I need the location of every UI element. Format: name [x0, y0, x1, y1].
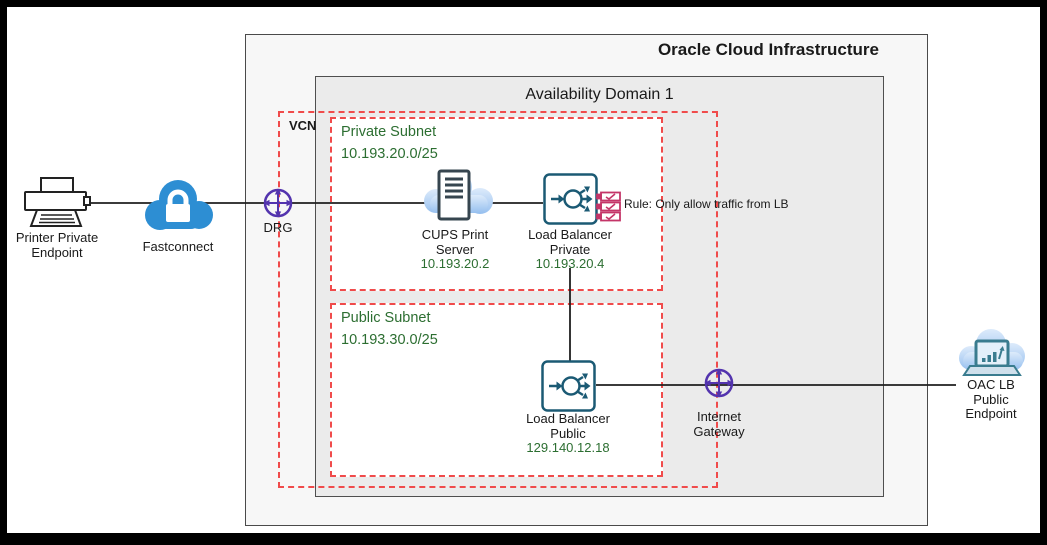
- public-subnet-title: Public Subnet: [341, 310, 431, 326]
- ig-label-line2: Gateway: [693, 423, 745, 439]
- lb-public-label-line2: Public: [550, 425, 586, 441]
- security-rule-list-icon: [596, 191, 621, 222]
- fastconnect-label: Fastconnect: [120, 239, 236, 255]
- drg-label-line1: DRG: [263, 220, 293, 235]
- lb-private-label: Load Balancer Private 10.193.20.4: [512, 227, 628, 272]
- private-subnet-title: Private Subnet: [341, 124, 437, 140]
- lb-private-label-line2: Private: [549, 241, 591, 257]
- internet-gateway-label: Internet Gateway: [661, 409, 777, 439]
- load-balancer-public-icon: [541, 360, 596, 412]
- cups-server-ip: 10.193.20.2: [420, 256, 490, 271]
- cups-label-line1: CUPS Print: [421, 227, 489, 242]
- oac-label-line1: OAC LB: [967, 377, 1015, 392]
- frame-border-bottom: [0, 533, 1047, 545]
- private-subnet-cidr: 10.193.20.0/25: [341, 146, 438, 162]
- lb-public-label-line1: Load Balancer: [526, 411, 610, 426]
- lb-rule-annotation: Rule: Only allow traffic from LB: [624, 197, 789, 211]
- oac-endpoint-label: OAC LB Public Endpoint: [933, 377, 1047, 422]
- cups-server-label: CUPS Print Server 10.193.20.2: [397, 227, 513, 272]
- public-subnet-cidr: 10.193.30.0/25: [341, 332, 438, 348]
- oac-label-line2: Public: [973, 391, 1009, 407]
- drg-label: DRG: [250, 220, 306, 236]
- lb-private-label-line1: Load Balancer: [528, 227, 612, 242]
- lb-public-label: Load Balancer Public 129.140.12.18: [510, 411, 626, 456]
- availability-domain-title: Availability Domain 1: [525, 86, 674, 103]
- fastconnect-label-line1: Fastconnect: [142, 239, 214, 254]
- cups-label-line2: Server: [435, 241, 475, 257]
- public-subnet-box: Public Subnet 10.193.30.0/25: [330, 303, 663, 477]
- printer-label-line2: Endpoint: [31, 244, 83, 260]
- load-balancer-private-icon: [543, 173, 598, 225]
- printer-label-line1: Printer Private: [15, 230, 99, 245]
- frame-border-left: [0, 0, 7, 545]
- fastconnect-cloud-lock-icon: [145, 180, 213, 230]
- printer-endpoint-label: Printer Private Endpoint: [7, 230, 107, 260]
- drg-router-icon: [263, 188, 293, 218]
- lb-private-ip: 10.193.20.4: [535, 256, 605, 271]
- frame-border-right: [1040, 0, 1047, 545]
- oci-title: Oracle Cloud Infrastructure: [657, 40, 879, 59]
- internet-gateway-icon: [704, 368, 734, 398]
- vcn-box: VCN: [278, 111, 718, 488]
- frame-border-top: [0, 0, 1047, 7]
- printer-icon: [24, 177, 91, 227]
- vcn-label: VCN: [289, 118, 317, 133]
- oac-analytics-cloud-icon: [959, 329, 1025, 376]
- ig-label-line1: Internet: [696, 409, 742, 424]
- oac-label-line3: Endpoint: [965, 406, 1017, 421]
- cups-server-cloud-icon: [424, 169, 493, 221]
- lb-public-ip: 129.140.12.18: [526, 440, 610, 455]
